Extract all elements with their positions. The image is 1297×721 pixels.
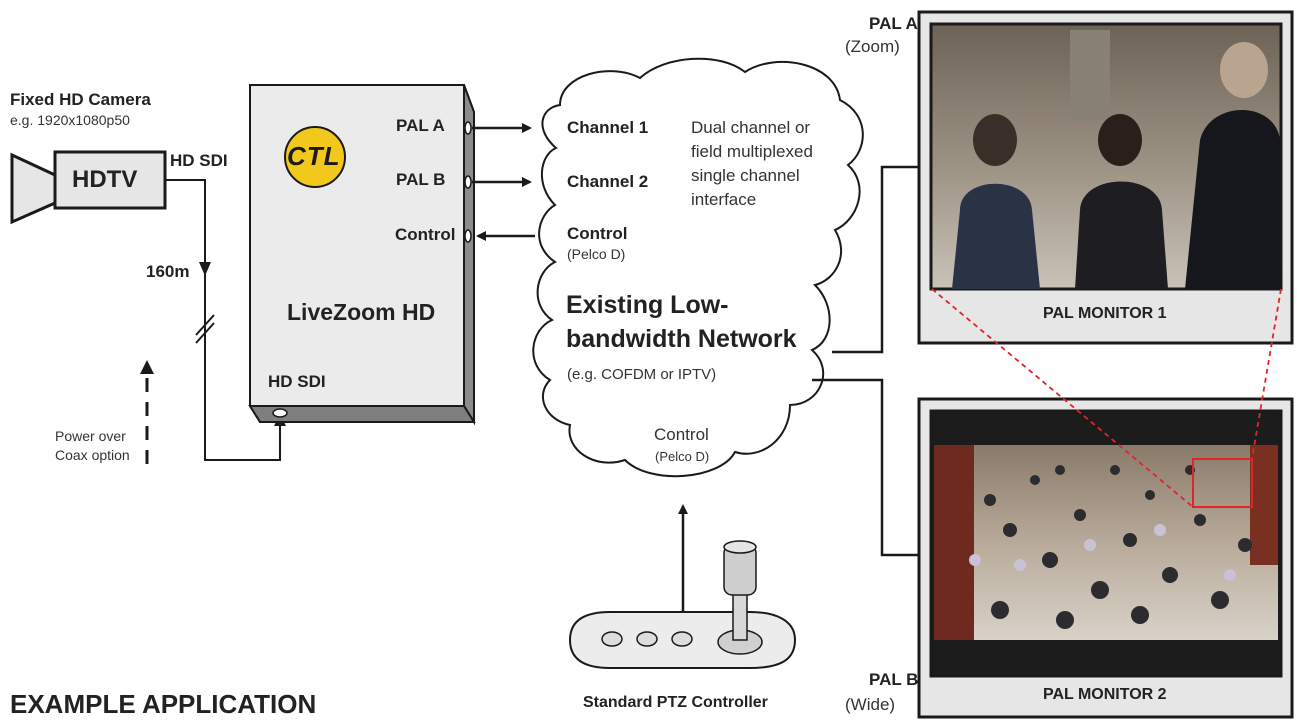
ctl-logo: CTL — [287, 141, 341, 171]
monitor-1-mode: (Zoom) — [845, 37, 900, 56]
network-control-protocol: (Pelco D) — [567, 246, 626, 262]
network-note-line-1: Dual channel or — [691, 118, 811, 137]
cable-length-label: 160m — [146, 262, 190, 281]
network-title-line-1: Existing Low- — [566, 291, 729, 319]
monitor-1-feed: PAL A — [869, 14, 918, 33]
ptz-controller-icon — [568, 504, 797, 669]
pal-monitor-1 — [917, 10, 1294, 345]
power-over-coax-arrow — [140, 360, 154, 464]
camera-resolution: e.g. 1920x1080p50 — [10, 112, 130, 128]
monitor-2-mode: (Wide) — [845, 695, 896, 714]
pal-monitor-2 — [917, 397, 1294, 719]
channel-arrows — [472, 123, 535, 241]
network-cloud — [532, 57, 864, 478]
device-port-pal-b: PAL B — [396, 170, 446, 189]
network-note-line-2: field multiplexed — [691, 142, 813, 161]
hdtv-camera-icon — [10, 150, 167, 225]
camera-body-label: HDTV — [72, 166, 138, 193]
device-port-input: HD SDI — [268, 372, 326, 391]
power-line-1: Power over — [55, 428, 126, 444]
network-note-line-3: single channel — [691, 166, 800, 185]
device-name: LiveZoom HD — [287, 299, 436, 325]
zoom-region-lines — [931, 288, 1282, 508]
livezoom-hd-device — [248, 84, 476, 426]
network-control: Control — [567, 224, 628, 243]
network-title-line-2: bandwidth Network — [566, 325, 797, 353]
network-lower-protocol: (Pelco D) — [655, 449, 710, 464]
device-port-control: Control — [395, 225, 456, 244]
device-port-pal-a: PAL A — [396, 116, 445, 135]
network-note-line-4: interface — [691, 190, 757, 209]
monitor-1-label: PAL MONITOR 1 — [1043, 305, 1167, 322]
monitor-2-label: PAL MONITOR 2 — [1043, 686, 1167, 703]
network-example: (e.g. COFDM or IPTV) — [567, 366, 717, 383]
network-channel-2: Channel 2 — [567, 172, 649, 191]
power-line-2: Coax option — [55, 447, 130, 463]
camera-title: Fixed HD Camera — [10, 90, 151, 109]
network-channel-1: Channel 1 — [567, 118, 649, 137]
network-lower-control: Control — [654, 425, 709, 444]
monitor-2-feed: PAL B — [869, 670, 919, 689]
camera-output-label: HD SDI — [170, 151, 228, 170]
monitor-feed-lines — [812, 165, 922, 557]
caption: EXAMPLE APPLICATION — [10, 689, 317, 719]
ptz-controller-label: Standard PTZ Controller — [583, 694, 768, 711]
